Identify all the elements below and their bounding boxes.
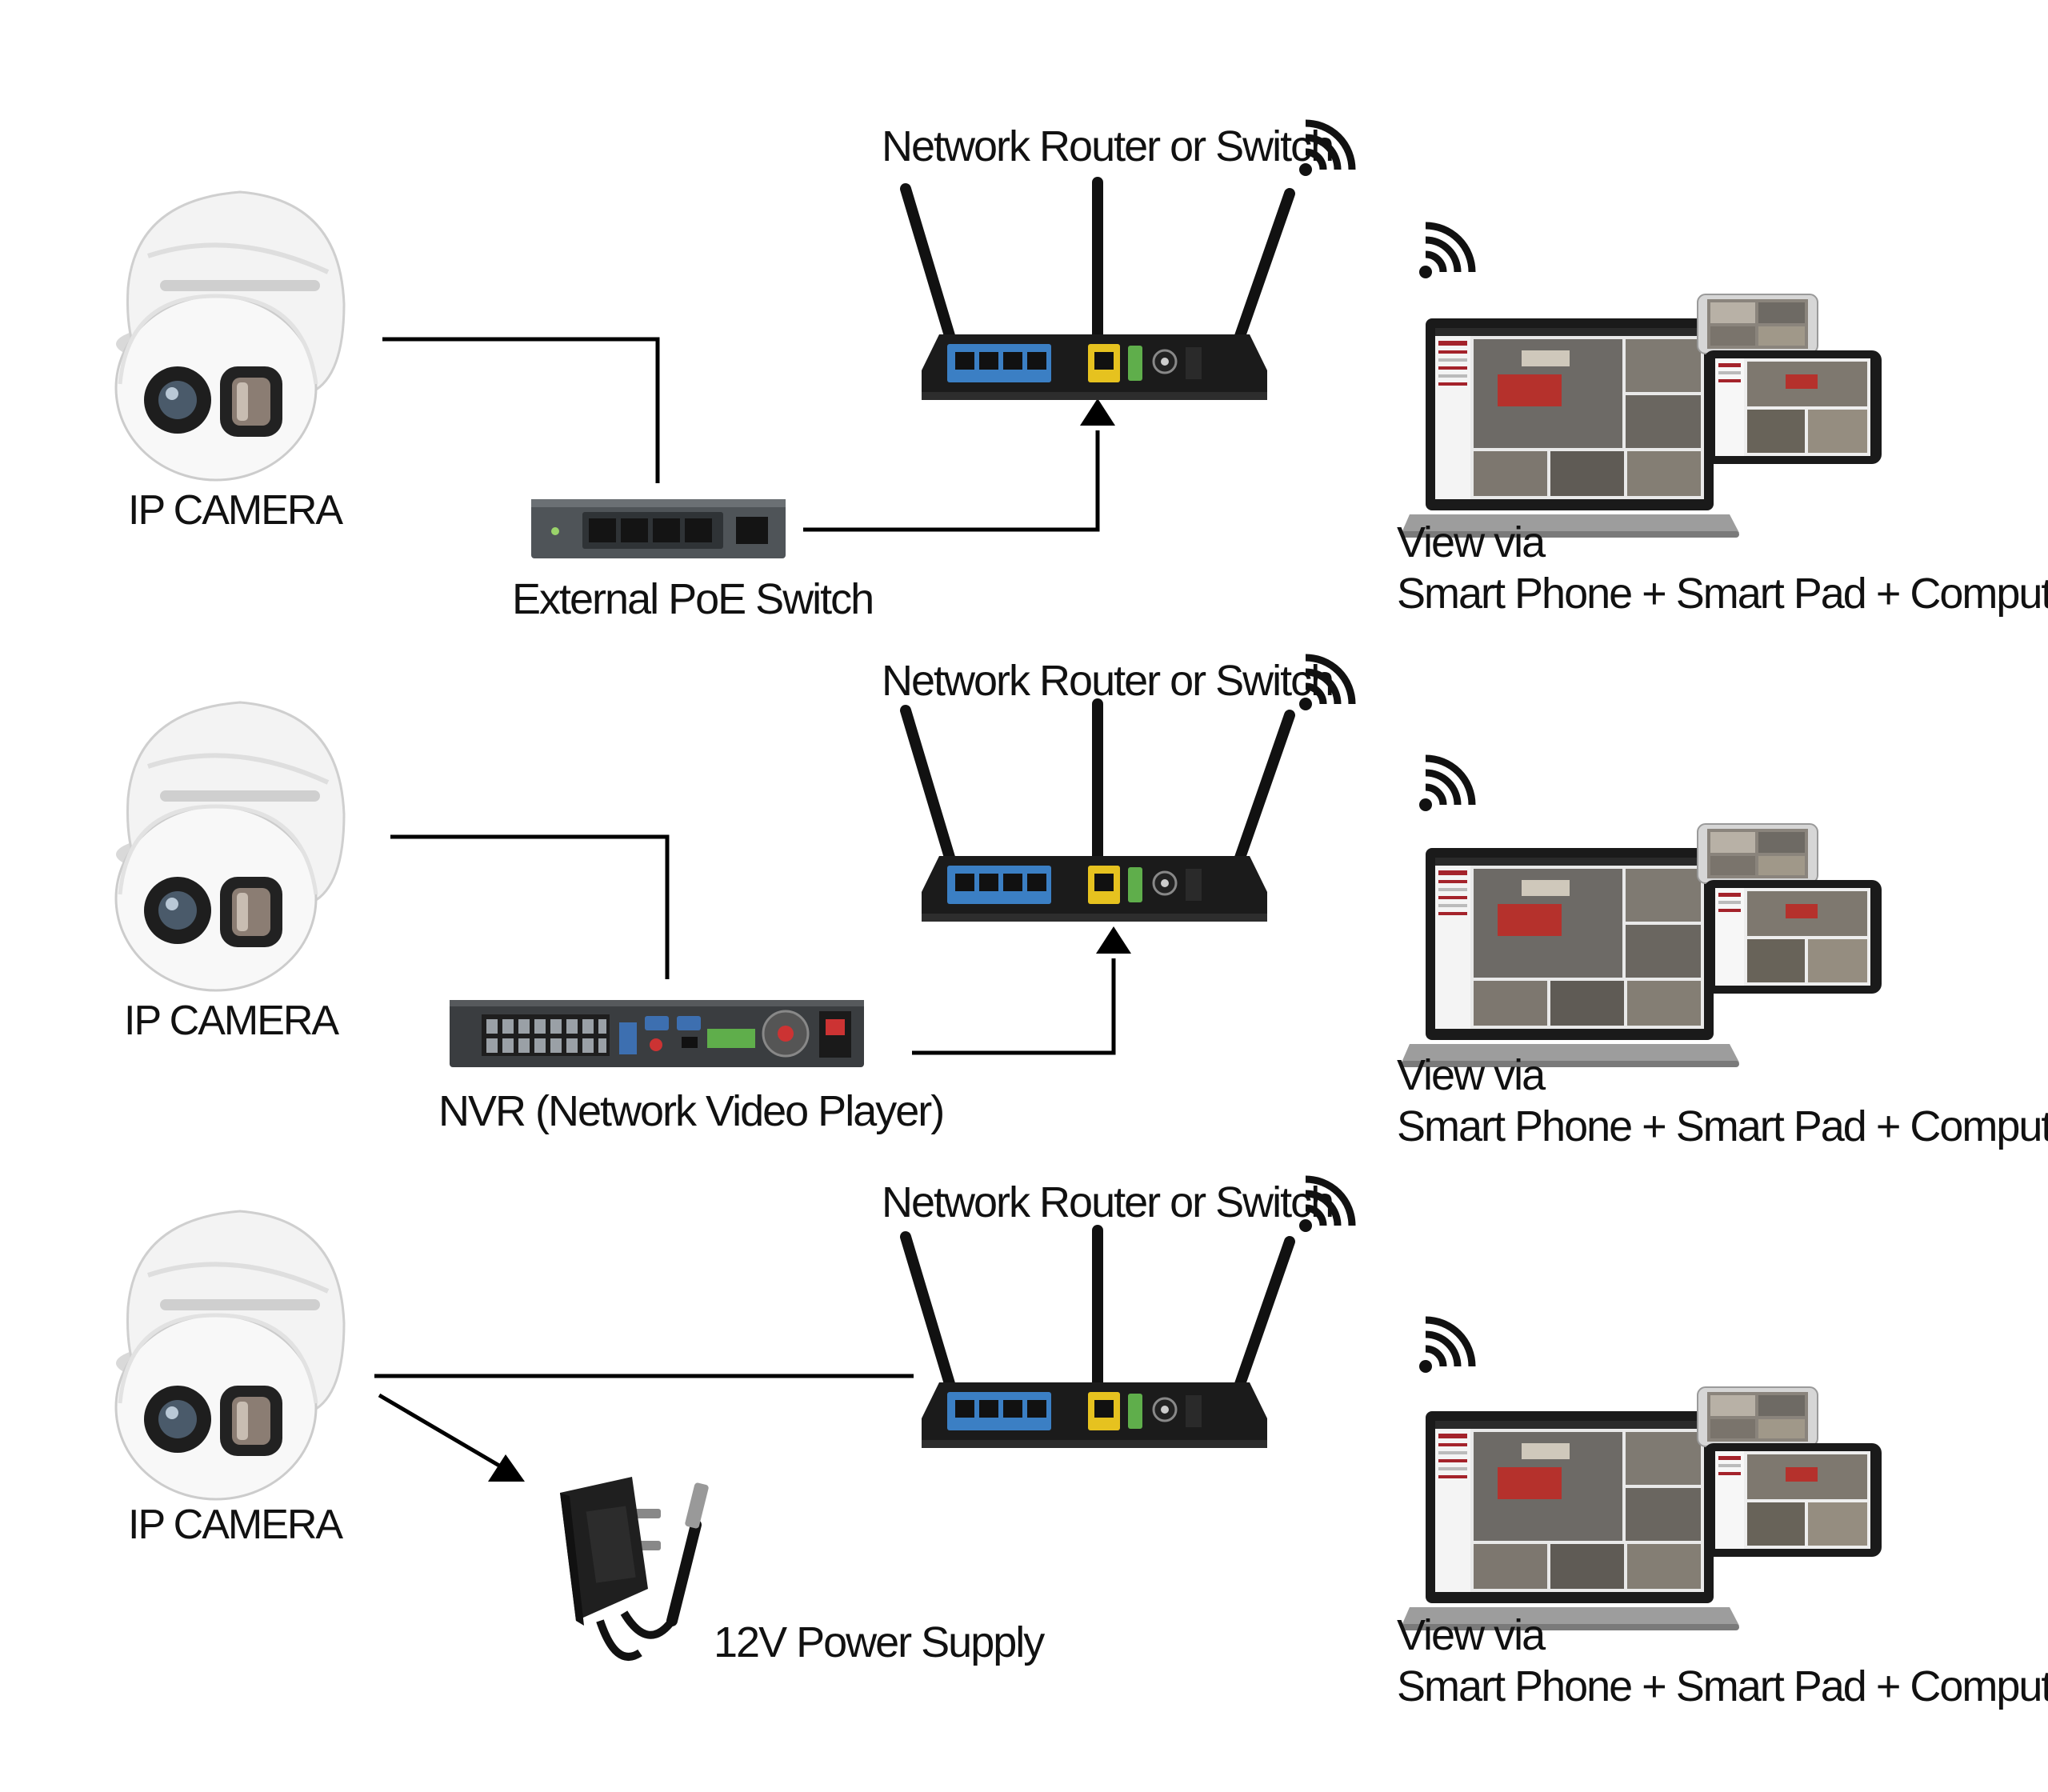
ip-camera-icon — [116, 1211, 344, 1499]
view-devices-line: Smart Phone + Smart Pad + Computer — [1397, 1102, 2048, 1150]
viewing-devices-icon — [1401, 823, 1882, 1068]
power-adapter-icon — [560, 1477, 709, 1661]
arrow-up-to-router — [1096, 926, 1131, 954]
row-1 — [116, 123, 1882, 558]
arrow-up-to-router — [1080, 398, 1115, 426]
connector-camera-to-poe — [382, 337, 660, 483]
poe-switch-icon — [531, 499, 786, 558]
router-label: Network Router or Switch — [882, 1178, 1334, 1226]
arrow-to-power-supply — [488, 1454, 525, 1482]
router-label: Network Router or Switch — [882, 657, 1334, 705]
router-icon — [906, 704, 1290, 922]
view-via-caption: View via Smart Phone + Smart Pad + Compu… — [1397, 1050, 2048, 1152]
camera-label: IP CAMERA — [128, 487, 343, 534]
viewing-devices-icon — [1401, 294, 1882, 538]
view-via-caption: View via Smart Phone + Smart Pad + Compu… — [1397, 517, 2048, 619]
viewing-devices-icon — [1401, 1386, 1882, 1631]
nvr-icon — [450, 1000, 864, 1067]
connector-nvr-to-router — [912, 958, 1116, 1055]
router-label: Network Router or Switch — [882, 122, 1334, 170]
row-3 — [116, 1179, 1882, 1661]
nvr-label: NVR (Network Video Player) — [438, 1087, 945, 1135]
wifi-icon — [1419, 226, 1472, 278]
ip-camera-icon — [116, 702, 344, 990]
camera-label: IP CAMERA — [124, 998, 339, 1044]
poe-switch-label: External PoE Switch — [512, 575, 874, 623]
connector-camera-to-power — [378, 1393, 501, 1468]
view-via-line: View via — [1397, 1611, 1546, 1659]
power-supply-label: 12V Power Supply — [714, 1618, 1045, 1666]
view-via-line: View via — [1397, 518, 1546, 566]
router-icon — [906, 1230, 1290, 1448]
view-via-caption: View via Smart Phone + Smart Pad + Compu… — [1397, 1610, 2048, 1712]
connector-camera-to-nvr — [390, 834, 670, 979]
ip-camera-icon — [116, 192, 344, 480]
view-devices-line: Smart Phone + Smart Pad + Computer — [1397, 570, 2048, 618]
camera-label: IP CAMERA — [128, 1502, 343, 1548]
row-2 — [116, 658, 1882, 1068]
router-icon — [906, 182, 1290, 400]
view-via-line: View via — [1397, 1051, 1546, 1099]
connector-poe-to-router — [803, 430, 1100, 532]
view-devices-line: Smart Phone + Smart Pad + Computer — [1397, 1662, 2048, 1710]
wifi-icon — [1419, 1320, 1472, 1373]
wifi-icon — [1419, 758, 1472, 811]
